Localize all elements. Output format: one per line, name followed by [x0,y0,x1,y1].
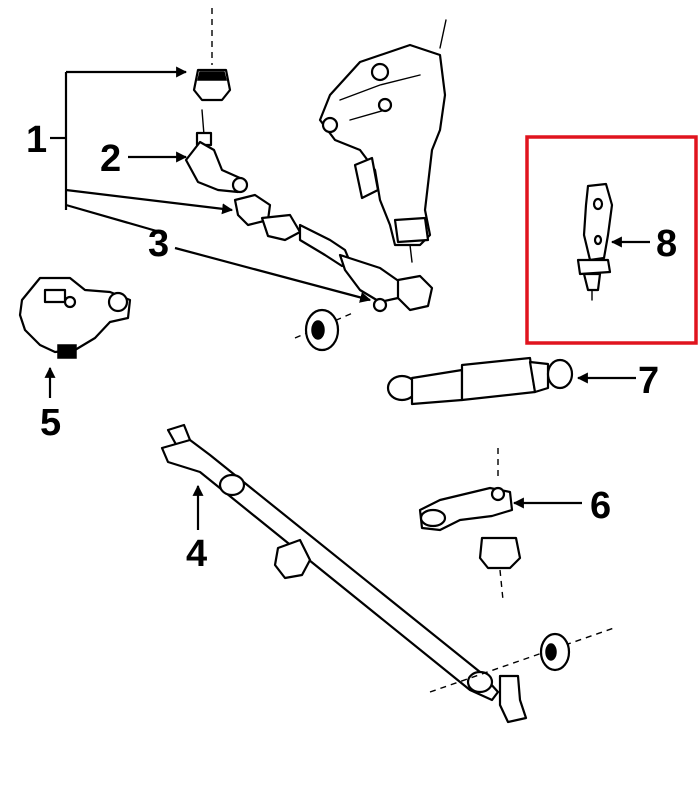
tie-rod-assembly-icon [233,193,434,313]
upper-bushing-icon [192,8,232,102]
callout-2: 2 [100,138,121,180]
tie-rod-end-icon [184,109,249,194]
callout-5: 5 [40,402,61,444]
steering-damper-icon [386,356,574,406]
steering-gear-box-icon [318,19,447,263]
callout-6: 6 [590,485,611,527]
callout-8: 8 [656,223,677,265]
center-link-bushing-icon [429,627,615,693]
callout-3: 3 [148,223,169,265]
callout-7: 7 [638,360,659,402]
callout-1: 1 [26,119,47,161]
callout-4: 4 [186,533,207,575]
center-link-icon [160,423,528,724]
pitman-arm-icon [418,448,522,601]
steering-stud-icon [576,182,614,301]
leader-lines [44,66,650,530]
tie-rod-bushing-icon [294,308,356,352]
idler-arm-icon [18,276,132,359]
highlighted-part-box [525,135,698,345]
